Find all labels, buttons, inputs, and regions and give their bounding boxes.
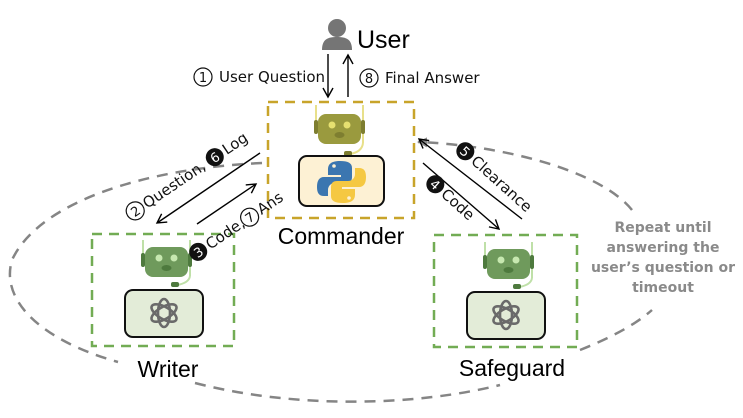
step-5-badge	[456, 142, 475, 161]
step-8-text: Final Answer	[385, 69, 480, 87]
writer-tool-panel	[124, 289, 204, 338]
svg-text:Repeat until: Repeat until	[614, 220, 711, 236]
step-8-badge	[359, 68, 379, 88]
user-label: User	[357, 26, 410, 54]
safeguard-border	[432, 233, 579, 349]
step-7-text: Ans	[254, 188, 287, 218]
step-3-badge	[189, 242, 208, 261]
svg-text:user’s question or: user’s question or	[591, 260, 735, 276]
step-8-label: 8 Final Answer	[359, 68, 480, 88]
step-4-badge	[426, 175, 445, 194]
commander-robot-icon	[314, 105, 365, 156]
python-logo-icon	[317, 161, 366, 203]
repeat-loop	[8, 137, 653, 403]
svg-text:8: 8	[365, 72, 373, 87]
step-2-text: Question,	[139, 157, 209, 212]
step-7-badge	[240, 207, 260, 227]
commander-label: Commander	[278, 223, 405, 249]
writer-robot-icon	[141, 240, 192, 287]
step-2-badge	[125, 201, 145, 221]
loop-path-bottom	[194, 381, 501, 403]
arrow-question-log	[155, 152, 261, 224]
svg-text:1: 1	[199, 71, 207, 86]
step-6-text: Log	[219, 129, 251, 159]
arrow-code-to-safeguard	[422, 162, 501, 230]
step-3-7-label: 3 Code, 7 Ans	[189, 188, 287, 262]
openai-logo-icon	[150, 297, 178, 329]
loop-path-bottom-right	[579, 309, 653, 352]
repeat-note: Repeat until answering the user’s questi…	[591, 220, 735, 296]
user-icon	[322, 19, 352, 50]
safeguard-label: Safeguard	[459, 355, 565, 381]
writer-label: Writer	[138, 356, 199, 382]
step-4-text: Code	[437, 185, 478, 224]
svg-text:timeout: timeout	[632, 280, 694, 296]
svg-text:answering the: answering the	[607, 240, 720, 256]
commander-border	[266, 100, 416, 220]
writer-border	[90, 232, 236, 348]
safeguard-agent: Safeguard	[432, 233, 579, 381]
user-node: User	[322, 19, 410, 54]
step-1-text: User Question	[219, 68, 325, 86]
commander-agent: Commander	[266, 100, 416, 249]
step-6-badge	[205, 148, 224, 167]
arrow-code-ans	[196, 183, 258, 225]
step-1-badge	[193, 67, 213, 87]
loop-path-top-right	[417, 137, 633, 211]
writer-agent: Writer	[90, 232, 236, 382]
step-4-label: 4 Code	[426, 175, 478, 224]
loop-path-left	[8, 161, 263, 364]
safeguard-tool-panel	[466, 291, 546, 340]
step-2-6-label: 2 Question, 6 Log	[125, 129, 251, 221]
arrow-clearance-to-commander	[417, 138, 523, 220]
openai-logo-icon	[492, 299, 520, 331]
step-1-label: 1 User Question	[193, 67, 325, 87]
safeguard-robot-icon	[483, 242, 534, 289]
